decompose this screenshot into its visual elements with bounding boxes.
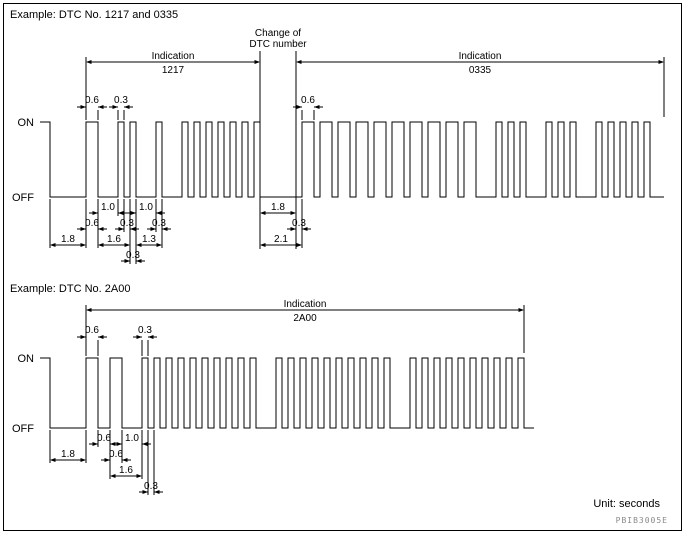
dimension-label: 1.0 (125, 433, 139, 444)
dimension-label: 0.3 (138, 325, 152, 336)
arrowhead-icon (658, 60, 664, 64)
arrowhead-icon (124, 243, 130, 247)
arrowhead-icon (296, 60, 302, 64)
arrowhead-icon (80, 105, 86, 109)
dimension-label: 0.6 (97, 433, 111, 444)
change-label: Change of (255, 28, 301, 39)
dimension-label: 1.0 (101, 202, 115, 213)
unit-label: Unit: seconds (593, 498, 660, 510)
dimension-label: 1.8 (61, 234, 75, 245)
arrowhead-icon (142, 490, 148, 494)
arrowhead-icon (156, 243, 162, 247)
arrowhead-icon (86, 308, 92, 312)
arrowhead-icon (112, 105, 118, 109)
arrowhead-icon (296, 105, 302, 109)
dimension-label: 1.3 (142, 234, 156, 245)
dimension-label: 0.6 (301, 95, 315, 106)
arrowhead-icon (156, 211, 162, 215)
diagrams-layer: ONOFFIndication1217Indication0335Change … (12, 28, 665, 495)
diagram2-title: Example: DTC No. 2A00 (10, 283, 130, 295)
arrowhead-icon (110, 442, 116, 446)
change-label: DTC number (249, 39, 307, 50)
arrowhead-icon (130, 227, 136, 231)
figure-code: PBIB3005E (616, 516, 668, 525)
dimension-label: 1.8 (61, 449, 75, 460)
indication-label: Indication (459, 51, 502, 62)
dimension-label: 2.1 (274, 234, 288, 245)
arrowhead-icon (130, 211, 136, 215)
arrowhead-icon (260, 243, 266, 247)
figure-border (3, 3, 682, 531)
arrowhead-icon (122, 458, 128, 462)
arrowhead-icon (118, 211, 124, 215)
dimension-label: 1.6 (119, 465, 133, 476)
arrowhead-icon (80, 335, 86, 339)
arrowhead-icon (104, 458, 110, 462)
dimension-label: 1.6 (107, 234, 121, 245)
dimension-label: 0.3 (126, 250, 140, 261)
arrowhead-icon (142, 442, 148, 446)
arrowhead-icon (98, 335, 104, 339)
arrowhead-icon (314, 105, 320, 109)
arrowhead-icon (290, 227, 296, 231)
arrowhead-icon (116, 442, 122, 446)
arrowhead-icon (260, 211, 266, 215)
dimension-label: 1.0 (139, 202, 153, 213)
arrowhead-icon (124, 105, 130, 109)
dimension-label: 0.3 (144, 481, 158, 492)
arrowhead-icon (136, 259, 142, 263)
on-label: ON (18, 117, 35, 129)
arrowhead-icon (124, 259, 130, 263)
arrowhead-icon (92, 211, 98, 215)
dimension-label: 0.3 (114, 95, 128, 106)
arrowhead-icon (136, 474, 142, 478)
arrowhead-icon (118, 227, 124, 231)
waveform-trace (40, 357, 534, 429)
dimension-label: 0.6 (109, 449, 123, 460)
arrowhead-icon (150, 227, 156, 231)
arrowhead-icon (92, 442, 98, 446)
indication-dtc-number: 1217 (162, 65, 185, 76)
arrowhead-icon (110, 474, 116, 478)
arrowhead-icon (80, 243, 86, 247)
arrowhead-icon (518, 308, 524, 312)
dimension-label: 0.6 (85, 325, 99, 336)
indication-label: Indication (284, 299, 327, 310)
arrowhead-icon (148, 335, 154, 339)
arrowhead-icon (80, 458, 86, 462)
arrowhead-icon (296, 243, 302, 247)
arrowhead-icon (154, 490, 160, 494)
diagram1-title: Example: DTC No. 1217 and 0335 (10, 9, 178, 21)
dimension-label: 0.3 (120, 218, 134, 229)
arrowhead-icon (254, 60, 260, 64)
diagram-1: ON OFF Indication 1217 Indication 0335 Change … (12, 28, 665, 264)
arrowhead-icon (136, 335, 142, 339)
on-label: ON (18, 353, 35, 365)
indication-dtc-number: 2A00 (293, 313, 317, 324)
arrowhead-icon (80, 227, 86, 231)
arrowhead-icon (162, 227, 168, 231)
arrowhead-icon (50, 243, 56, 247)
dimension-label: 0.3 (292, 218, 306, 229)
arrowhead-icon (290, 211, 296, 215)
arrowhead-icon (98, 227, 104, 231)
dimension-label: 0.6 (85, 95, 99, 106)
arrowhead-icon (302, 227, 308, 231)
arrowhead-icon (136, 243, 142, 247)
off-label: OFF (12, 192, 34, 204)
arrowhead-icon (50, 458, 56, 462)
dimension-label: 1.8 (271, 202, 285, 213)
off-label: OFF (12, 423, 34, 435)
indication-dtc-number: 0335 (469, 65, 492, 76)
arrowhead-icon (98, 105, 104, 109)
dimension-label: 0.3 (152, 218, 166, 229)
arrowhead-icon (86, 60, 92, 64)
dimension-label: 0.6 (85, 218, 99, 229)
indication-label: Indication (152, 51, 195, 62)
waveform-trace (40, 121, 664, 198)
arrowhead-icon (98, 243, 104, 247)
